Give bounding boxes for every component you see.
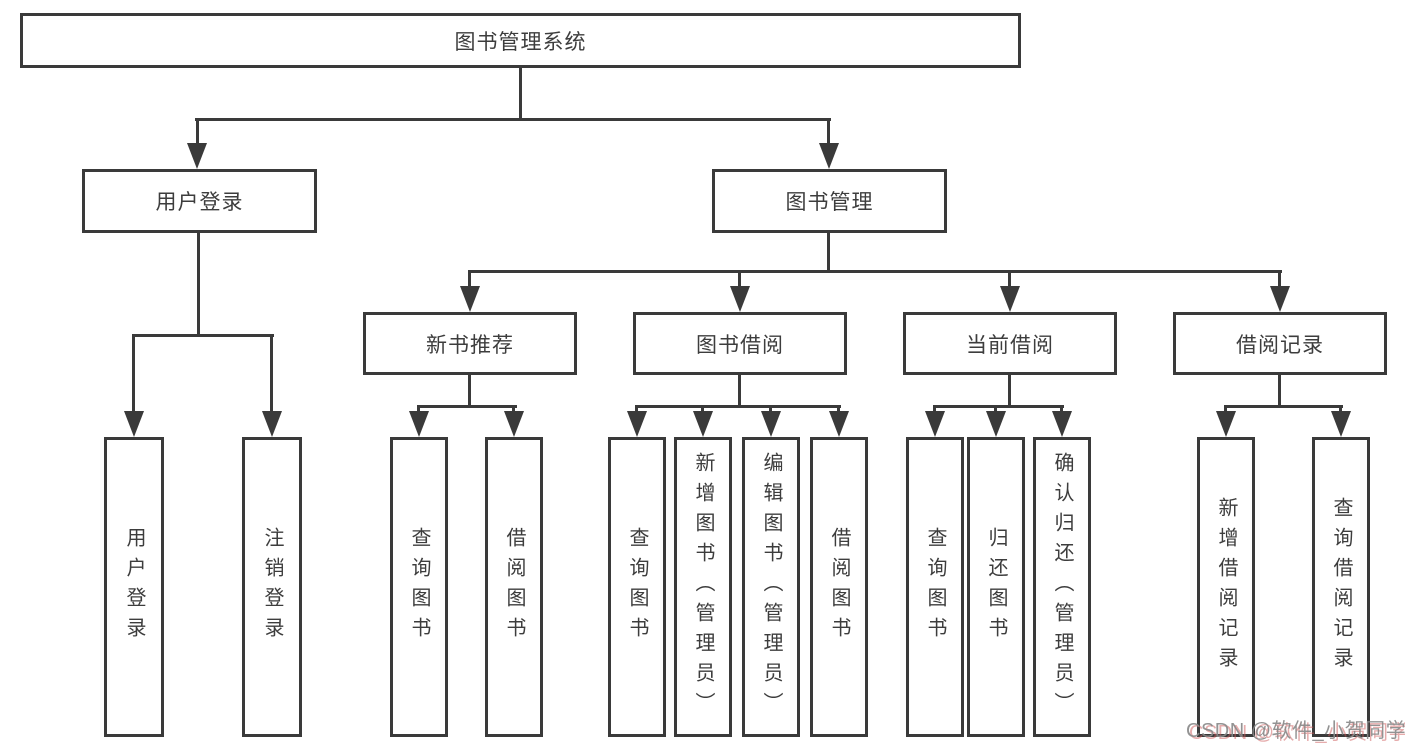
connector-line (132, 334, 135, 413)
node-label: 归还图书 (985, 527, 1007, 647)
node-book-borrow: 图书借阅 (633, 312, 847, 375)
node-leaf-confirm-return-admin: 确认归还（管理员） (1033, 437, 1091, 737)
connector-line (933, 405, 936, 415)
node-label: 借阅图书 (503, 527, 525, 647)
node-borrow-records: 借阅记录 (1173, 312, 1387, 375)
arrowhead-down (1000, 286, 1020, 312)
node-label: 确认归还（管理员） (1051, 452, 1073, 722)
arrowhead-down (730, 286, 750, 312)
node-label: 新书推荐 (426, 333, 514, 357)
node-label: 当前借阅 (966, 333, 1054, 357)
arrowhead-down (829, 411, 849, 437)
connector-line (195, 118, 831, 121)
arrowhead-down (460, 286, 480, 312)
csdn-watermark: CSDN @软件_小贺同学 (1186, 720, 1405, 742)
node-label: 查询图书 (408, 527, 430, 647)
node-leaf-borrow-books-recommend: 借阅图书 (485, 437, 543, 737)
connector-line (468, 270, 1282, 273)
node-leaf-add-borrow-record: 新增借阅记录 (1197, 437, 1255, 737)
connector-line (1224, 405, 1227, 415)
node-library-management-system: 图书管理系统 (20, 13, 1021, 68)
node-label: 借阅图书 (828, 527, 850, 647)
node-leaf-return-books: 归还图书 (967, 437, 1025, 737)
node-leaf-query-borrow-record: 查询借阅记录 (1312, 437, 1370, 737)
node-label: 图书管理系统 (454, 30, 587, 54)
connector-line (1278, 270, 1281, 290)
node-label: 编辑图书（管理员） (760, 452, 782, 722)
node-label: 注销登录 (261, 527, 283, 647)
node-leaf-borrow-books: 借阅图书 (810, 437, 868, 737)
arrowhead-down (1331, 411, 1351, 437)
connector-line (417, 405, 420, 415)
node-leaf-query-books-borrow: 查询图书 (608, 437, 666, 737)
connector-line (933, 405, 1064, 408)
node-leaf-logout: 注销登录 (242, 437, 302, 737)
connector-line (827, 118, 830, 145)
node-label: 查询图书 (626, 527, 648, 647)
connector-line (1008, 372, 1011, 407)
arrowhead-down (693, 411, 713, 437)
connector-line (738, 372, 741, 407)
node-label: 新增借阅记录 (1215, 497, 1237, 677)
connector-line (1008, 270, 1011, 290)
node-label: 用户登录 (123, 527, 145, 647)
connector-line (468, 372, 471, 407)
arrowhead-down (761, 411, 781, 437)
connector-line (1060, 405, 1063, 415)
node-label: 新增图书（管理员） (692, 452, 714, 722)
arrowhead-down (819, 143, 839, 169)
connector-line (837, 405, 840, 415)
node-leaf-query-books-current: 查询图书 (906, 437, 964, 737)
arrowhead-down (262, 411, 282, 437)
connector-line (197, 230, 200, 336)
node-label: 图书管理 (785, 191, 874, 214)
connector-line (1278, 372, 1281, 407)
arrowhead-down (986, 411, 1006, 437)
connector-line (994, 405, 997, 415)
node-book-management: 图书管理 (712, 169, 947, 233)
arrowhead-down (627, 411, 647, 437)
node-label: 用户登录 (155, 191, 244, 214)
connector-line (701, 405, 704, 415)
connector-line (769, 405, 772, 415)
arrowhead-down (925, 411, 945, 437)
connector-line (519, 66, 522, 119)
node-user-login: 用户登录 (82, 169, 317, 233)
connector-line (132, 334, 274, 337)
arrowhead-down (409, 411, 429, 437)
node-leaf-query-books-recommend: 查询图书 (390, 437, 448, 737)
node-current-borrow: 当前借阅 (903, 312, 1117, 375)
connector-line (635, 405, 841, 408)
arrowhead-down (504, 411, 524, 437)
node-leaf-edit-books-admin: 编辑图书（管理员） (742, 437, 800, 737)
node-label: 图书借阅 (696, 333, 784, 357)
connector-line (270, 334, 273, 413)
node-leaf-add-books-admin: 新增图书（管理员） (674, 437, 732, 737)
arrowhead-down (124, 411, 144, 437)
connector-line (827, 230, 830, 272)
node-label: 查询借阅记录 (1330, 497, 1352, 677)
arrowhead-down (1052, 411, 1072, 437)
connector-line (468, 270, 471, 290)
node-leaf-user-login: 用户登录 (104, 437, 164, 737)
node-new-book-recommend: 新书推荐 (363, 312, 577, 375)
arrowhead-down (1270, 286, 1290, 312)
connector-line (738, 270, 741, 290)
connector-line (196, 118, 199, 145)
connector-line (512, 405, 515, 415)
connector-line (1224, 405, 1343, 408)
connector-line (635, 405, 638, 415)
arrowhead-down (187, 143, 207, 169)
arrowhead-down (1216, 411, 1236, 437)
node-label: 借阅记录 (1236, 333, 1324, 357)
connector-line (417, 405, 517, 408)
connector-line (1339, 405, 1342, 415)
node-label: 查询图书 (924, 527, 946, 647)
